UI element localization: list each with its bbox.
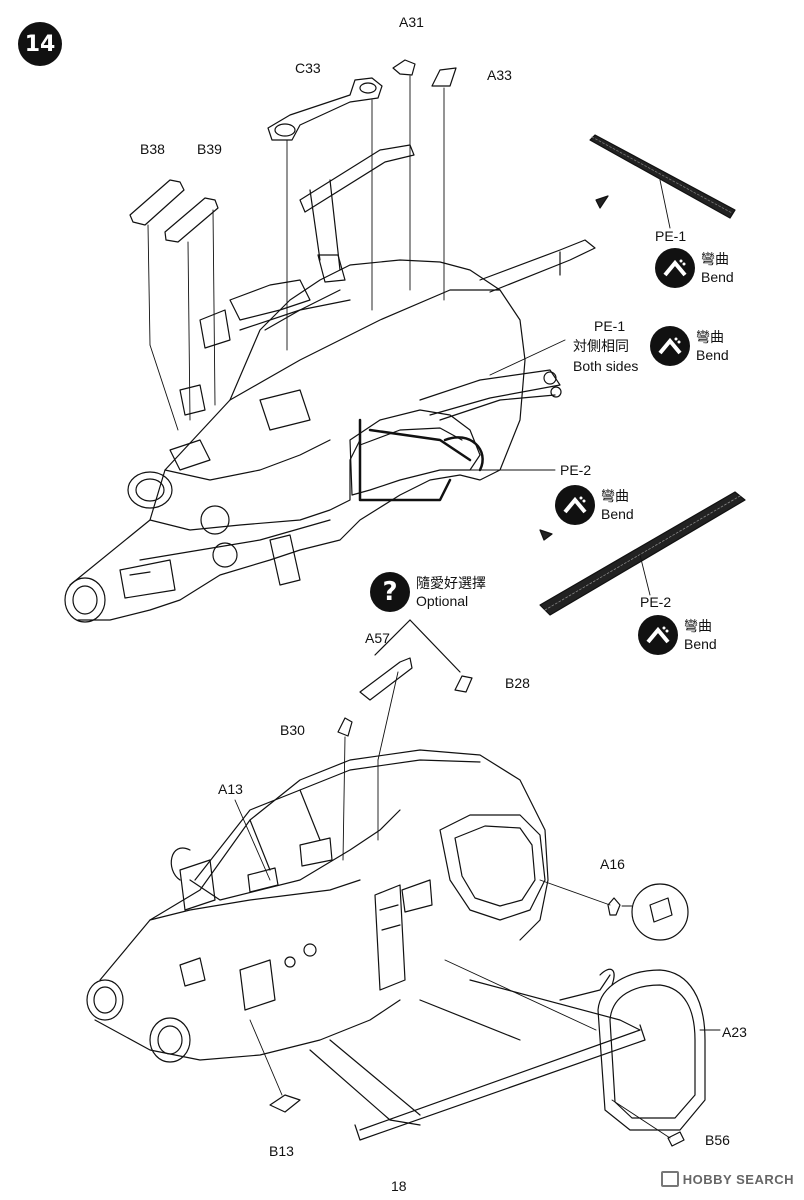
label-a13: A13 <box>218 781 243 797</box>
bend-label-cn: 彎曲 <box>601 488 629 504</box>
label-b13: B13 <box>269 1143 294 1159</box>
pe1-strip-drawing <box>489 134 736 376</box>
optional-label-en: Optional <box>416 593 469 609</box>
label-b38: B38 <box>140 141 165 157</box>
label-pe1-both-sides-en: Both sides <box>573 358 639 374</box>
bend-label-cn: 彎曲 <box>684 618 712 634</box>
label-pe2-mid: PE-2 <box>560 462 592 478</box>
part-a16-drawing <box>539 879 689 941</box>
label-b39: B39 <box>197 141 222 157</box>
bend-icon <box>650 326 690 366</box>
label-a57: A57 <box>365 630 390 646</box>
label-pe2-bottom: PE-2 <box>640 594 672 610</box>
label-a31: A31 <box>399 14 424 30</box>
part-c33-drawing <box>267 77 383 351</box>
watermark-logo-icon <box>660 1171 679 1187</box>
bend-label-en: Bend <box>684 636 717 652</box>
page-number: 18 <box>391 1178 407 1194</box>
label-a16: A16 <box>600 856 625 872</box>
bend-icon <box>555 485 595 525</box>
part-b38-b39-drawing <box>129 179 219 431</box>
bend-callout-4: 彎曲 Bend <box>638 615 717 655</box>
bend-label-cn: 彎曲 <box>701 251 729 267</box>
label-c33: C33 <box>295 60 321 76</box>
step-number-badge: 14 <box>18 22 62 66</box>
optional-parts-drawing <box>337 619 473 861</box>
label-pe1-mid: PE-1 <box>594 318 626 334</box>
part-a33-drawing <box>431 67 457 301</box>
bend-label-en: Bend <box>701 269 734 285</box>
bend-icon <box>655 248 695 288</box>
lower-fuselage-drawing <box>86 749 646 1141</box>
part-a23-drawing <box>444 959 721 1131</box>
label-b56: B56 <box>705 1132 730 1148</box>
watermark-text: HOBBY SEARCH <box>682 1171 794 1187</box>
watermark: HOBBY SEARCH <box>660 1171 794 1187</box>
label-pe1-top: PE-1 <box>655 228 687 244</box>
upper-fuselage-drawing <box>64 144 596 623</box>
label-pe1-both-sides-cn: 対側相同 <box>573 338 629 354</box>
bend-icon <box>638 615 678 655</box>
label-b28: B28 <box>505 675 530 691</box>
optional-label-cn: 隨愛好選擇 <box>416 575 486 591</box>
bend-label-en: Bend <box>601 506 634 522</box>
bend-callout-2: 彎曲 Bend <box>650 326 729 366</box>
optional-callout: ? 隨愛好選擇 Optional <box>370 572 486 612</box>
pe2-strip-drawing <box>469 469 746 616</box>
bend-callout-1: 彎曲 Bend <box>655 248 734 288</box>
label-a33: A33 <box>487 67 512 83</box>
label-a23: A23 <box>722 1024 747 1040</box>
bend-label-en: Bend <box>696 347 729 363</box>
bend-callout-3: 彎曲 Bend <box>555 485 634 525</box>
part-a31-drawing <box>392 59 416 291</box>
label-b30: B30 <box>280 722 305 738</box>
bend-label-cn: 彎曲 <box>696 329 724 345</box>
part-b56-drawing <box>611 1099 685 1147</box>
question-mark-icon: ? <box>370 572 410 612</box>
part-b13-drawing <box>249 1019 301 1113</box>
